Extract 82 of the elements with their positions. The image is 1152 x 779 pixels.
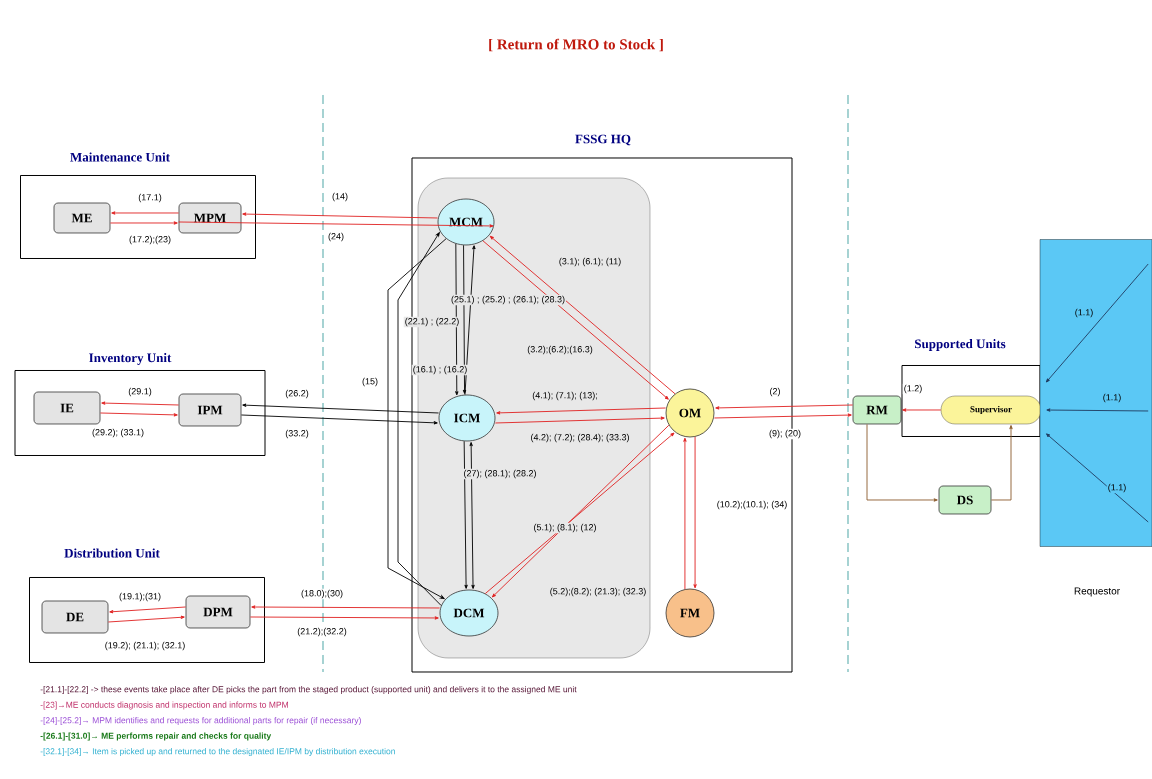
note: -[21.1]-[22.2] -> these events take place after DE picks the part from the staged product (supported unit) and delivers it to the assigned ME unit [40, 686, 577, 694]
edge-label: (17.2);(23) [128, 234, 172, 246]
arrow [240, 414, 438, 425]
edge-label: (18.0);(30) [300, 588, 344, 600]
node-label: Inventory Unit [89, 353, 172, 365]
edge-label: (19.1);(31) [118, 591, 162, 603]
edge-label: (24) [327, 231, 345, 243]
node-label: Requestor [1074, 587, 1120, 597]
note: -[32.1]-[34]→ Item is picked up and returned to the designated IE/IPM by distribution execution [40, 748, 395, 756]
edge-label: (15) [361, 376, 379, 388]
arrow [494, 416, 665, 424]
node-label: Distribution Unit [64, 548, 160, 558]
edge-label: (5.1); (8.1); (12) [532, 522, 598, 534]
arrow [109, 221, 178, 225]
edge-label: (25.1) ; (25.2) ; (26.1); (28.3) [450, 294, 567, 306]
arrow [990, 425, 1013, 501]
arrow [111, 211, 180, 215]
edge-label: (5.2);(8.2); (21.3); (32.3) [548, 586, 648, 598]
edge-label: (10.2);(10.1); (34) [715, 499, 789, 511]
edge-label: (19.2); (21.1); (32.1) [103, 640, 187, 652]
arrow [1046, 433, 1149, 523]
edge-label: (3.1); (6.1); (11) [557, 256, 623, 268]
role-box: DE [41, 600, 109, 634]
edge-label: (21.2);(32.2) [296, 626, 348, 638]
node-label: Supported Units [915, 339, 1006, 351]
node-label: Maintenance Unit [70, 152, 170, 162]
arrow [1046, 408, 1149, 412]
arrow [251, 605, 441, 609]
role-box: RM [852, 395, 902, 425]
arrow [683, 437, 687, 590]
node-label: FSSG HQ [575, 134, 631, 146]
arrow [463, 440, 468, 589]
arrow [1045, 263, 1149, 383]
edge-label: (16.1) ; (16.2) [411, 364, 469, 376]
arrow [496, 407, 667, 415]
note: -[23]→ME conducts diagnosis and inspection and informs to MPM [40, 701, 288, 710]
edge-label: (26.2) [284, 388, 310, 400]
role-box: IE [33, 391, 101, 425]
arrow [715, 404, 854, 410]
arrow [866, 423, 938, 502]
edge-label: (22.1) ; (22.2) [403, 316, 461, 328]
edge-label: (29.2); (33.1) [91, 427, 145, 439]
edge-label: (1.1) [1073, 307, 1095, 319]
edge-label: (4.1); (7.1); (13); [531, 390, 599, 402]
arrow [178, 221, 494, 228]
arrow [455, 243, 459, 396]
arrow [397, 232, 442, 606]
role-box: DPM [185, 595, 251, 629]
note: -[26.1]-[31.0]→ ME performs repair and checks for quality [40, 732, 272, 741]
arrow [109, 606, 187, 614]
edge-label: (17.1) [137, 192, 163, 204]
arrow [249, 616, 439, 620]
edge-label: (3.2);(6.2);(16.3) [526, 344, 594, 356]
edge-label: (27); (28.1); (28.2) [462, 468, 538, 480]
edge-label: (9); (20) [768, 428, 802, 440]
edge-label: (4.2); (7.2); (28.4); (33.3) [529, 432, 631, 444]
edge-label: (1.1) [1101, 392, 1123, 404]
edge-label: (1.1) [1106, 482, 1128, 494]
arrow [462, 244, 467, 394]
arrow [242, 403, 440, 414]
arrow [693, 436, 697, 589]
role-pill: Supervisor [940, 395, 1042, 425]
arrow [464, 245, 476, 396]
edge-label: (29.1) [127, 386, 153, 398]
title: [ Return of MRO to Stock ] [489, 38, 663, 52]
role-box: MPM [178, 202, 242, 234]
arrow [242, 212, 439, 219]
arrow [387, 238, 447, 600]
arrow [902, 408, 942, 412]
edge-label: (33.2) [284, 428, 310, 440]
arrow [107, 615, 185, 623]
role-box: ME [53, 202, 111, 234]
arrow [713, 413, 852, 419]
note: -[24]-[25.2]→ MPM identifies and requests for additional parts for repair (if necessary) [40, 717, 361, 725]
role-box: IPM [178, 393, 242, 427]
edge-label: (1.2) [902, 383, 924, 395]
arrow [101, 401, 180, 406]
role-box: DS [938, 485, 992, 515]
edge-label: (2) [768, 386, 782, 398]
arrow [99, 412, 178, 417]
edge-label: (14) [331, 191, 349, 203]
arrow [469, 442, 475, 589]
